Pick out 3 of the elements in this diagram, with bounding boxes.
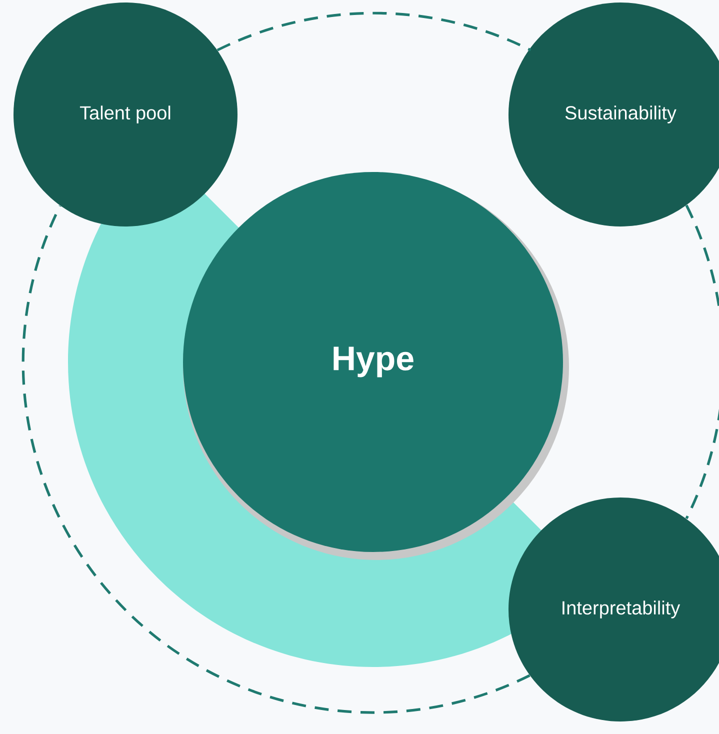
dashed-arc [685, 204, 719, 520]
dashed-arc [216, 12, 532, 52]
dashed-arc [22, 205, 530, 714]
